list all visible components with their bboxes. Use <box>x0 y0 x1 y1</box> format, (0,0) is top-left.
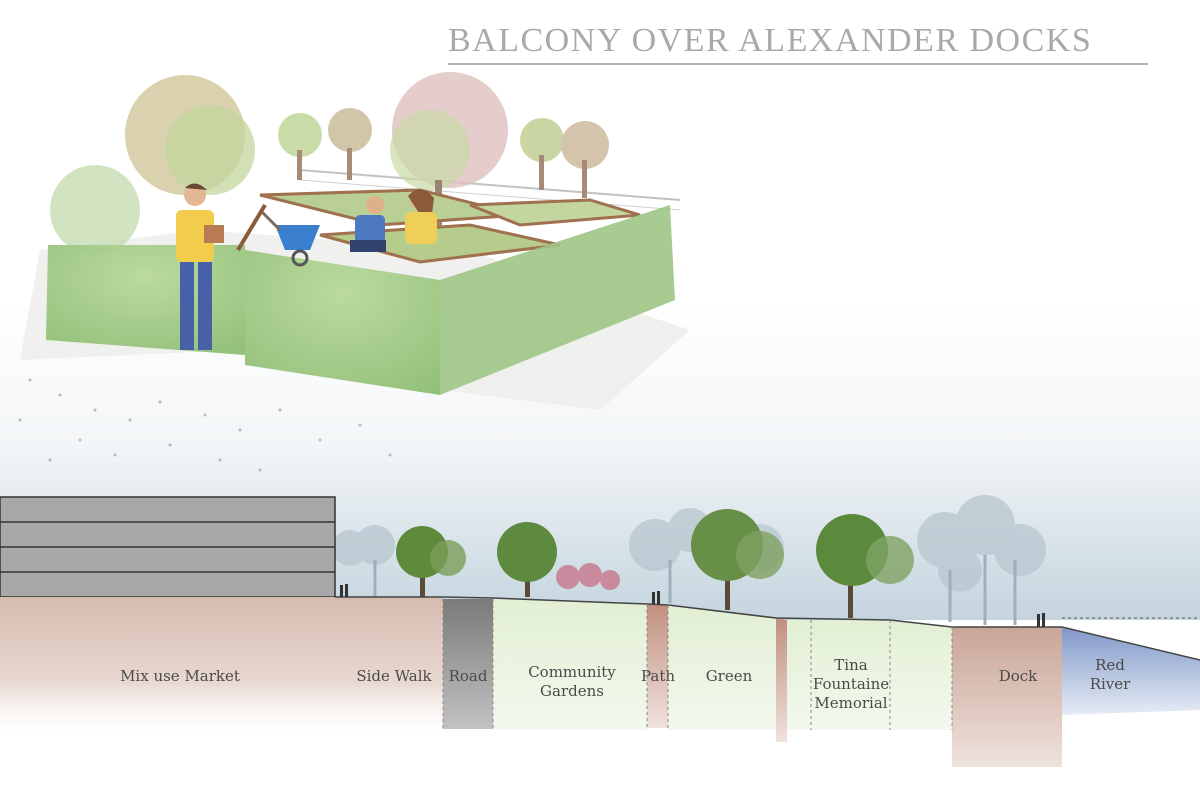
gardener-kneeling <box>350 189 437 252</box>
label-path: Path <box>640 667 676 685</box>
label-river: Red River <box>1089 656 1131 693</box>
hedge-left <box>46 245 245 355</box>
shovel <box>236 203 267 252</box>
label-market: Mix use Market <box>120 667 240 685</box>
pink-shrub <box>556 563 620 590</box>
section-trees <box>332 495 1046 625</box>
zone-green <box>668 605 776 730</box>
wheelbarrow <box>258 208 320 267</box>
ground-profile <box>335 596 1200 661</box>
label-green: Green <box>705 667 753 685</box>
gardener-standing <box>176 183 224 350</box>
zone-path <box>647 604 668 728</box>
zone-river <box>1062 627 1200 715</box>
label-sidewalk: Side Walk <box>356 667 432 685</box>
hedge-right <box>440 205 675 395</box>
zone-gardens <box>493 599 647 730</box>
label-road: Road <box>448 667 488 685</box>
zone-memorial <box>787 620 952 730</box>
garden-bed <box>469 198 641 227</box>
market-building <box>0 496 336 598</box>
garden-fence <box>299 169 681 201</box>
garden-sketch <box>18 72 690 472</box>
zone-dock <box>952 627 1062 767</box>
label-gardens: Community Gardens <box>528 663 616 700</box>
ground-section <box>0 584 1200 767</box>
label-memorial: Tina Fountaine Memorial <box>812 656 890 712</box>
zone-market <box>0 597 443 742</box>
gravel-marks <box>18 378 392 472</box>
title-underline <box>448 63 1148 65</box>
zone-road <box>443 599 493 729</box>
label-dock: Dock <box>998 667 1038 685</box>
page-title: BALCONY OVER ALEXANDER DOCKS <box>448 22 1093 59</box>
hedge-front <box>245 250 440 395</box>
tiny-figures <box>340 584 1045 627</box>
garden-trees <box>50 72 609 255</box>
